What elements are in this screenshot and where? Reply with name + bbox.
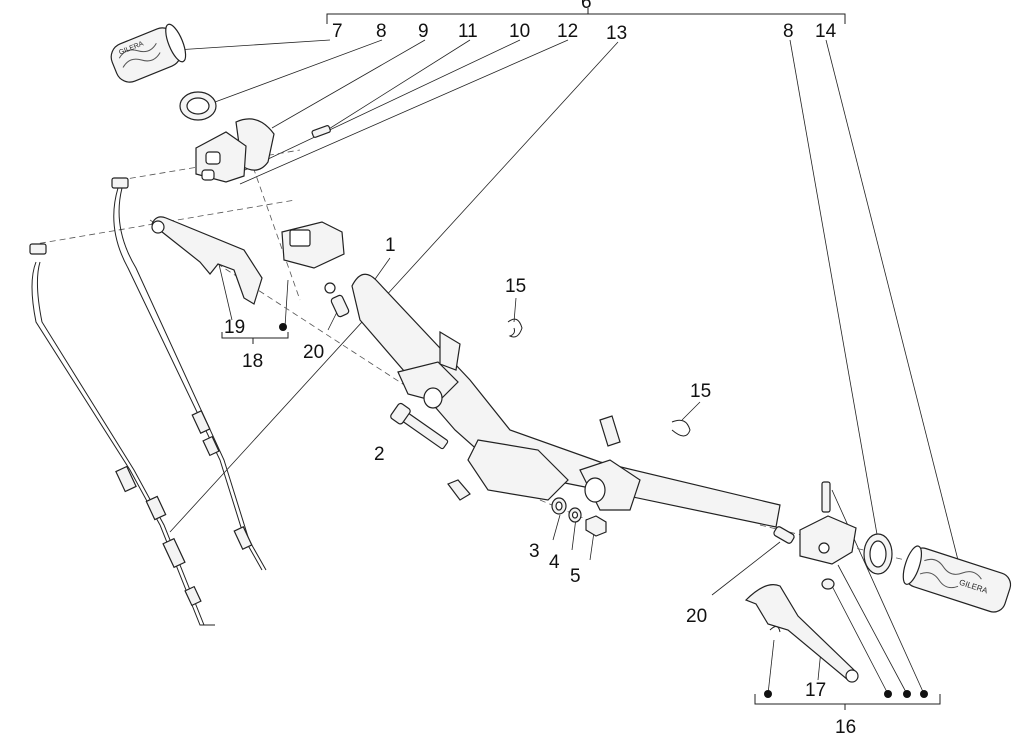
right-lever-washer [821,578,835,590]
callout-1: 1 [385,235,396,256]
callout-20-left: 20 [303,342,324,363]
right-grip: GILERA [902,545,1012,613]
switch-screw [311,125,331,138]
callout-15-upper: 15 [505,276,526,297]
bracket-group-18 [221,332,289,344]
bracket-group-6 [326,8,846,24]
callout-3: 3 [529,541,540,562]
left-grip-ring [179,91,217,121]
right-brake-switch [773,526,795,544]
callout-20-right: 20 [686,606,707,627]
callout-12: 12 [557,21,578,42]
washers-and-nut [551,497,607,537]
callout-19: 19 [224,317,245,338]
callout-4: 4 [549,552,560,573]
callout-6: 6 [581,0,592,13]
handlebar [351,273,781,528]
left-brake-lever [151,216,263,305]
leader-lines [169,39,961,695]
callout-7: 7 [332,21,343,42]
right-grip-ring [863,533,893,575]
callout-8-right: 8 [783,21,794,42]
callout-13: 13 [606,23,627,44]
handlebar-bolt [390,402,449,450]
callout-8: 8 [376,21,387,42]
bracket-group-16 [754,694,941,710]
brake-master-cylinder [281,221,345,294]
left-switch-housing [195,118,275,183]
left-brake-switch [330,294,350,318]
callout-15-lower: 15 [690,381,711,402]
callout-17: 17 [805,680,826,701]
right-brake-lever [744,584,859,683]
callout-numbers: 6 7 8 9 11 10 12 13 8 14 1 15 15 19 18 2… [224,0,856,738]
left-grip: GILERA [110,23,187,83]
callout-18: 18 [242,351,263,372]
assembly-dots [279,323,928,698]
callout-11: 11 [458,21,478,42]
callout-9: 9 [418,21,429,42]
callout-10: 10 [509,21,530,42]
clips [507,318,691,437]
right-lever-bracket [799,481,857,565]
throttle-cables [29,177,267,626]
callout-5: 5 [570,566,581,587]
callout-2: 2 [374,444,385,465]
callout-16: 16 [835,717,856,738]
callout-14: 14 [815,21,837,42]
